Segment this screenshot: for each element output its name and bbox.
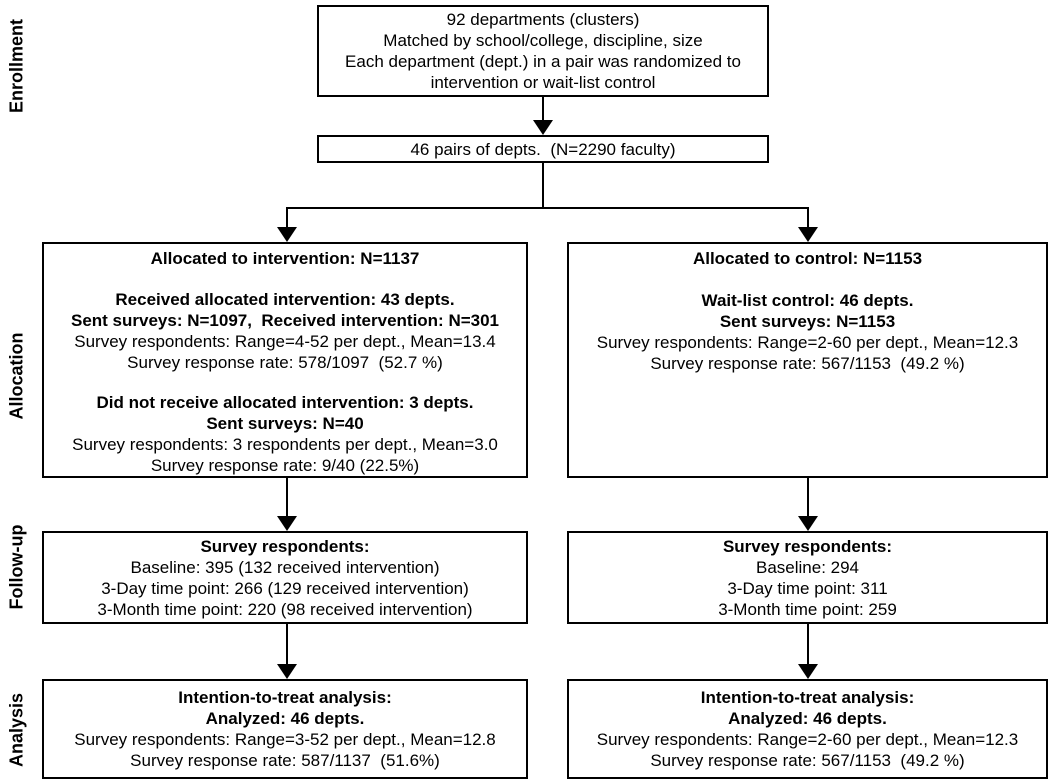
allocation-intervention-line: Received allocated intervention: 43 dept… (115, 289, 455, 309)
arrow-control-analysis-head (798, 664, 818, 679)
arrow-to-control-head (798, 227, 818, 242)
allocation-intervention-line: Survey response rate: 578/1097 (52.7 %) (127, 352, 443, 372)
pairs-box-line: 46 pairs of depts. (N=2290 faculty) (410, 139, 676, 159)
arrow-intervention-followup-stem (286, 478, 288, 519)
allocation-control-line: Wait-list control: 46 depts. (701, 291, 914, 310)
allocation-intervention-box: Allocated to intervention: N=1137 Receiv… (42, 242, 528, 478)
allocation-intervention-line: Sent surveys: N=1097, Received intervent… (70, 310, 500, 330)
analysis-control-line: Survey response rate: 567/1153 (49.2 %) (650, 751, 965, 770)
arrow-intervention-followup-head (277, 516, 297, 531)
allocation-control-line: Survey respondents: Range=2-60 per dept.… (596, 333, 1019, 352)
stage-label-followup: Follow-up (6, 524, 27, 610)
stage-label-enrollment: Enrollment (6, 18, 27, 114)
allocation-control-title: Allocated to control: N=1153 (692, 249, 923, 268)
allocation-intervention-line: Sent surveys: N=40 (206, 414, 364, 433)
analysis-intervention-line: Survey response rate: 587/1137 (51.6%) (130, 751, 440, 770)
followup-intervention-line: 3-Day time point: 266 (129 received inte… (101, 578, 469, 598)
enrollment-box-line: Each department (dept.) in a pair was ra… (345, 52, 741, 71)
enrollment-box-line: Matched by school/college, discipline, s… (383, 31, 703, 50)
analysis-control-line: Survey respondents: Range=2-60 per dept.… (596, 730, 1019, 749)
followup-intervention-box: Survey respondents: Baseline: 395 (132 r… (42, 531, 528, 624)
allocation-intervention-line: Survey respondents: 3 respondents per de… (72, 435, 498, 454)
allocation-intervention-title: Allocated to intervention: N=1137 (150, 249, 420, 268)
analysis-intervention-title: Intention-to-treat analysis: (178, 688, 392, 707)
allocation-intervention-line: Survey response rate: 9/40 (22.5%) (150, 456, 420, 475)
followup-intervention-line: Baseline: 395 (132 received intervention… (130, 557, 440, 577)
branch-right-drop (807, 207, 809, 229)
allocation-intervention-line: Did not receive allocated intervention: … (96, 393, 474, 412)
arrow-control-followup-head (798, 516, 818, 531)
enrollment-box-line: 92 departments (clusters) (446, 10, 640, 29)
branch-left-drop (286, 207, 288, 229)
arrow-control-followup-stem (807, 478, 809, 519)
arrow-intervention-analysis-stem (286, 624, 288, 667)
followup-intervention-line: 3-Month time point: 220 (98 received int… (97, 599, 473, 619)
allocation-control-line: Survey response rate: 567/1153 (49.2 %) (650, 354, 965, 373)
followup-intervention-title: Survey respondents: (200, 536, 370, 556)
branch-horizontal-line (287, 207, 809, 209)
pairs-box: 46 pairs of depts. (N=2290 faculty) (317, 135, 769, 163)
analysis-control-title: Intention-to-treat analysis: (700, 688, 915, 707)
analysis-control-title: Analyzed: 46 depts. (728, 709, 887, 728)
followup-control-line: 3-Day time point: 311 (727, 578, 888, 598)
followup-control-title: Survey respondents: (722, 536, 893, 556)
analysis-intervention-line: Survey respondents: Range=3-52 per dept.… (74, 730, 496, 749)
stage-label-allocation: Allocation (6, 332, 27, 420)
followup-control-box: Survey respondents: Baseline: 294 3-Day … (567, 531, 1048, 624)
analysis-intervention-box: Intention-to-treat analysis: Analyzed: 4… (42, 679, 528, 779)
enrollment-box: 92 departments (clusters) Matched by sch… (317, 5, 769, 97)
analysis-intervention-title: Analyzed: 46 depts. (205, 709, 365, 728)
stage-label-analysis: Analysis (6, 692, 27, 768)
followup-control-line: 3-Month time point: 259 (718, 599, 897, 619)
arrow-intervention-analysis-head (277, 664, 297, 679)
arrow-to-intervention-head (277, 227, 297, 242)
allocation-intervention-line: Survey respondents: Range=4-52 per dept.… (74, 331, 496, 351)
arrow-enrollment-to-pairs-head (533, 120, 553, 135)
followup-control-line: Baseline: 294 (755, 557, 860, 577)
arrow-control-analysis-stem (807, 624, 809, 667)
arrow-enrollment-to-pairs-stem (542, 97, 544, 123)
branch-stem (542, 163, 544, 209)
allocation-control-line: Sent surveys: N=1153 (719, 312, 896, 331)
enrollment-box-line: intervention or wait-list control (430, 73, 656, 92)
analysis-control-box: Intention-to-treat analysis: Analyzed: 4… (567, 679, 1048, 779)
allocation-control-box: Allocated to control: N=1153 Wait-list c… (567, 242, 1048, 478)
